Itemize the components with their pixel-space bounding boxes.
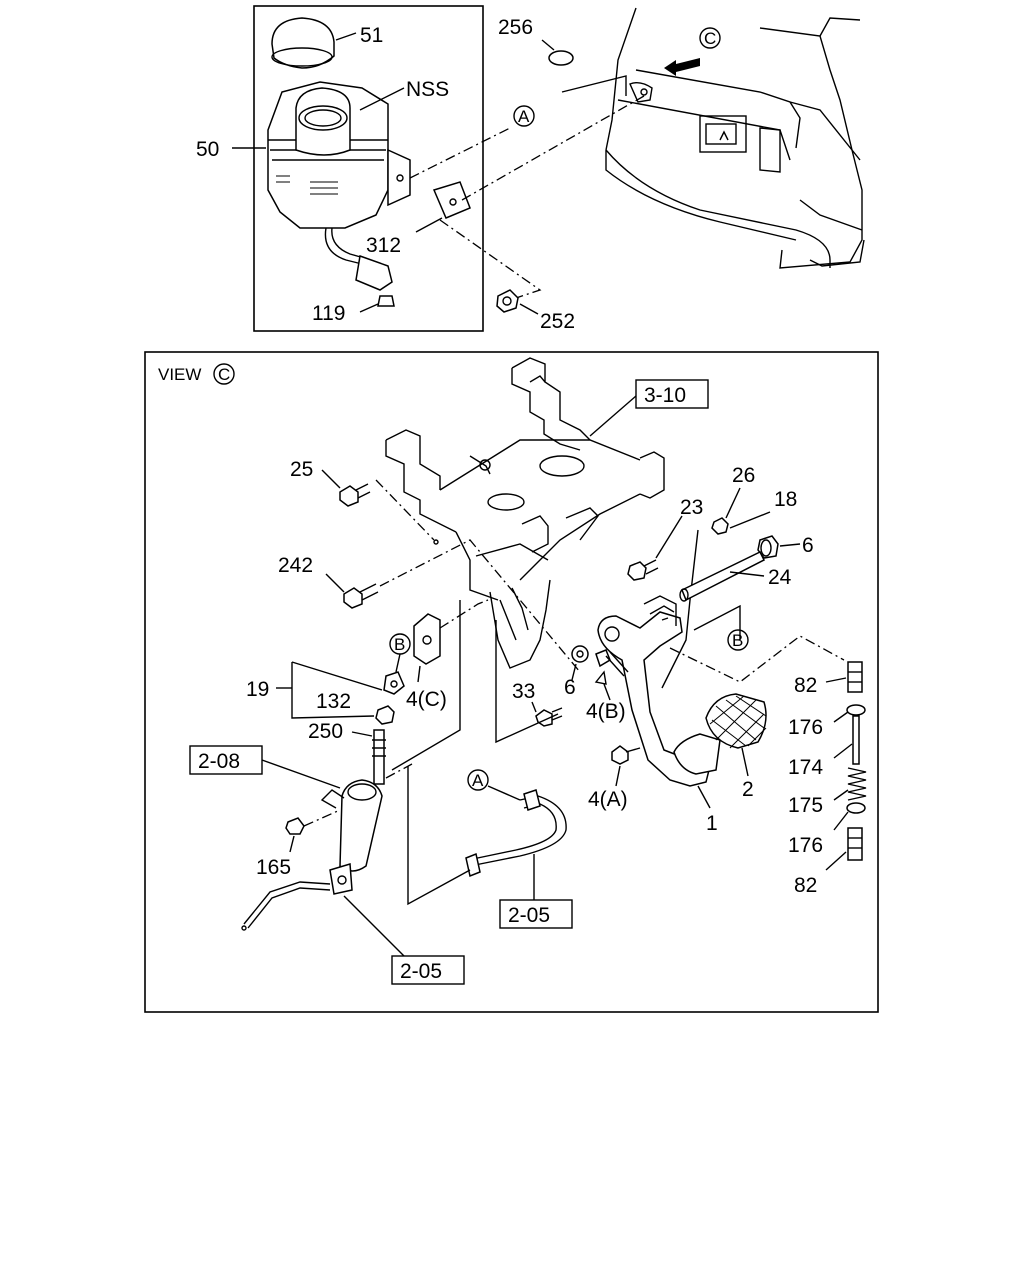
bolt-25-drawing: [339, 483, 371, 507]
washer-176-top: [846, 704, 866, 716]
view-letter-c-top: C: [704, 29, 716, 48]
ref-2-08[interactable]: 2-08: [198, 750, 240, 773]
bolt-33-drawing: [535, 707, 563, 727]
master-cylinder-drawing: [241, 729, 386, 931]
washer-176-bottom: [846, 802, 866, 814]
ref-3-10[interactable]: 3-10: [644, 384, 686, 407]
callout-4c: 4(C): [406, 688, 447, 711]
callout-6-center: 6: [564, 676, 576, 699]
callout-26: 26: [732, 464, 755, 487]
view-c-arrow: [664, 58, 700, 76]
callout-18: 18: [774, 488, 797, 511]
view-marker-c-main: [213, 363, 235, 385]
view-marker-a-top: [513, 105, 535, 127]
rod-174: [852, 715, 860, 765]
view-c-title: VIEW: [158, 365, 201, 384]
view-marker-c-top: [699, 27, 721, 49]
callout-82-top: 82: [794, 674, 817, 697]
ref-box-2-05-lower: [391, 955, 465, 985]
bolt-4a-drawing: [611, 745, 641, 765]
callout-250: 250: [308, 720, 343, 743]
callout-1: 1: [706, 812, 718, 835]
callout-242: 242: [278, 554, 313, 577]
view-marker-b-right: [727, 629, 749, 651]
bolt-4b-drawing: [594, 649, 629, 685]
callout-23: 23: [680, 496, 703, 519]
callout-176-bottom: 176: [788, 834, 823, 857]
reservoir-bracket-drawing: [432, 181, 471, 219]
callout-2: 2: [742, 778, 754, 801]
callout-82-bottom: 82: [794, 874, 817, 897]
spring-175: [847, 767, 867, 801]
callout-6-right: 6: [802, 534, 814, 557]
callout-252: 252: [540, 310, 575, 333]
reservoir-tank-drawing: [267, 81, 411, 307]
callout-176-top: 176: [788, 716, 823, 739]
view-letter-b-right: B: [732, 631, 743, 650]
pivot-shaft-24-drawing: [679, 551, 766, 602]
callout-174: 174: [788, 756, 823, 779]
view-letter-c-main: C: [218, 365, 230, 384]
callout-33: 33: [512, 680, 535, 703]
pipe-2-05-upper-drawing: [465, 789, 567, 878]
callout-nss: NSS: [406, 78, 449, 101]
ref-2-05-lower[interactable]: 2-05: [400, 960, 442, 983]
callout-119: 119: [312, 302, 345, 325]
bolt-23-drawing: [627, 559, 659, 581]
ref-box-2-05-upper: [499, 899, 573, 929]
bushing-6-right-drawing: [757, 535, 779, 559]
nut-165-drawing: [285, 817, 305, 835]
callout-165: 165: [256, 856, 291, 879]
clevis-132-drawing: [383, 671, 405, 695]
bushing-6-center-drawing: [571, 645, 589, 663]
callout-4b: 4(B): [586, 700, 626, 723]
view-letter-a-top: A: [518, 107, 530, 126]
callout-4a: 4(A): [588, 788, 628, 811]
clevis-bracket-4c-drawing: [413, 613, 441, 665]
callout-19: 19: [246, 678, 269, 701]
nut-250-drawing: [375, 705, 395, 725]
callout-132: 132: [316, 690, 351, 713]
callout-175: 175: [788, 794, 823, 817]
plug-256-drawing: [548, 50, 574, 66]
reservoir-cap-drawing: [271, 17, 335, 69]
callout-25: 25: [290, 458, 313, 481]
pedal-pad-2-drawing: [705, 693, 767, 749]
clutch-pedal-arm-drawing: [597, 595, 721, 787]
callout-256: 256: [498, 16, 533, 39]
cab-front-drawing: [605, 7, 865, 269]
view-c-frame: [144, 351, 879, 1013]
bolt-242-drawing: [343, 583, 379, 609]
callout-312: 312: [366, 234, 401, 257]
spring-rod-end-82-bottom: [847, 827, 863, 861]
reservoir-inset-frame: [253, 5, 484, 332]
nut-252-drawing: [496, 289, 519, 313]
ref-box-3-10: [635, 379, 709, 409]
ref-2-05-upper[interactable]: 2-05: [508, 904, 550, 927]
view-letter-a-main: A: [472, 771, 484, 790]
callout-51: 51: [360, 24, 383, 47]
callout-24: 24: [768, 566, 792, 589]
callout-50: 50: [196, 138, 219, 161]
view-letter-b-left: B: [394, 635, 405, 654]
pedal-bracket-drawing: [385, 357, 665, 669]
spring-rod-end-82-top: [847, 661, 863, 693]
view-marker-a-main: [467, 769, 489, 791]
nut-26-drawing: [711, 517, 729, 535]
